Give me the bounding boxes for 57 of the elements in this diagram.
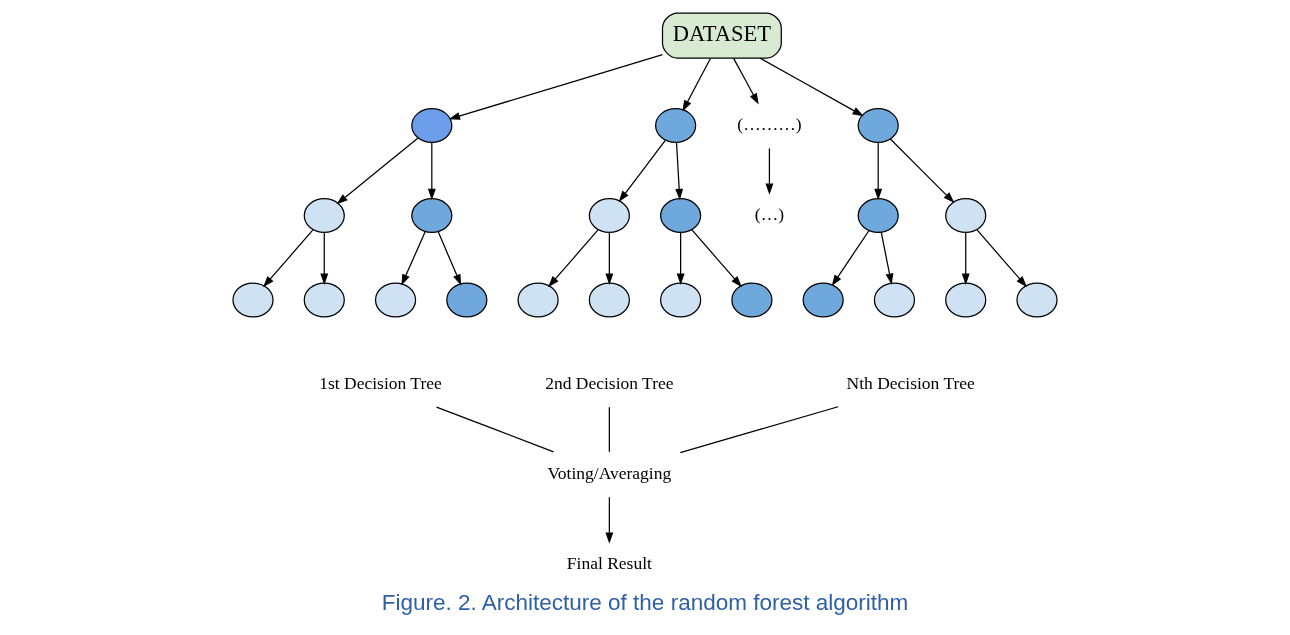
- node-circle: [802, 282, 844, 318]
- arrow: [765, 147, 774, 195]
- arrow: [961, 232, 970, 285]
- node-text: Final Result: [566, 553, 652, 574]
- arrow: [548, 229, 599, 288]
- node-circle: [232, 282, 274, 318]
- node-circle: [731, 282, 773, 318]
- arrow: [401, 231, 426, 286]
- node-text: Voting/Averaging: [547, 463, 672, 484]
- arrow: [448, 54, 664, 120]
- arrow: [733, 57, 759, 105]
- node-circle: [655, 108, 697, 144]
- node-circle: [303, 282, 345, 318]
- arrow: [691, 229, 742, 288]
- connector: [435, 406, 555, 453]
- node-circle: [411, 108, 453, 144]
- arrow: [759, 57, 864, 117]
- node-circle: [857, 198, 899, 234]
- connector: [608, 406, 610, 453]
- node-circle: [945, 198, 987, 234]
- node-text: Nth Decision Tree: [846, 373, 975, 394]
- node-circle: [517, 282, 559, 318]
- node-circle: [411, 198, 453, 234]
- node-circle: [446, 282, 488, 318]
- arrow: [675, 141, 684, 201]
- arrow: [427, 141, 436, 201]
- node-circle: [660, 282, 702, 318]
- caption: Figure. 2. Architecture of the random forest algorithm: [381, 589, 909, 615]
- arrow: [831, 230, 870, 287]
- node-circle: [660, 198, 702, 234]
- arrow: [263, 229, 314, 288]
- node-text: (…): [754, 204, 784, 225]
- node-circle: [857, 108, 899, 144]
- node-circle: [588, 198, 630, 234]
- arrow: [889, 138, 955, 204]
- arrow: [618, 139, 666, 202]
- node-circle: [588, 282, 630, 318]
- arrow: [976, 229, 1027, 288]
- arrow: [437, 231, 462, 286]
- arrow: [605, 232, 614, 285]
- node-circle: [374, 282, 417, 318]
- arrow: [874, 141, 883, 201]
- node-circle: [303, 198, 345, 234]
- arrow: [676, 232, 685, 285]
- node-text: (………): [737, 114, 802, 135]
- connector: [679, 406, 839, 454]
- arrow: [336, 137, 419, 205]
- node-circle: [945, 282, 987, 318]
- node-text: 1st Decision Tree: [319, 373, 442, 394]
- node-text: 2nd Decision Tree: [545, 373, 674, 394]
- node-circle: [873, 282, 916, 318]
- arrow: [605, 496, 614, 544]
- node-box: DATASET: [661, 12, 782, 59]
- node-circle: [1016, 282, 1058, 318]
- arrow: [320, 232, 329, 285]
- arrow: [880, 232, 894, 285]
- arrow: [682, 57, 712, 112]
